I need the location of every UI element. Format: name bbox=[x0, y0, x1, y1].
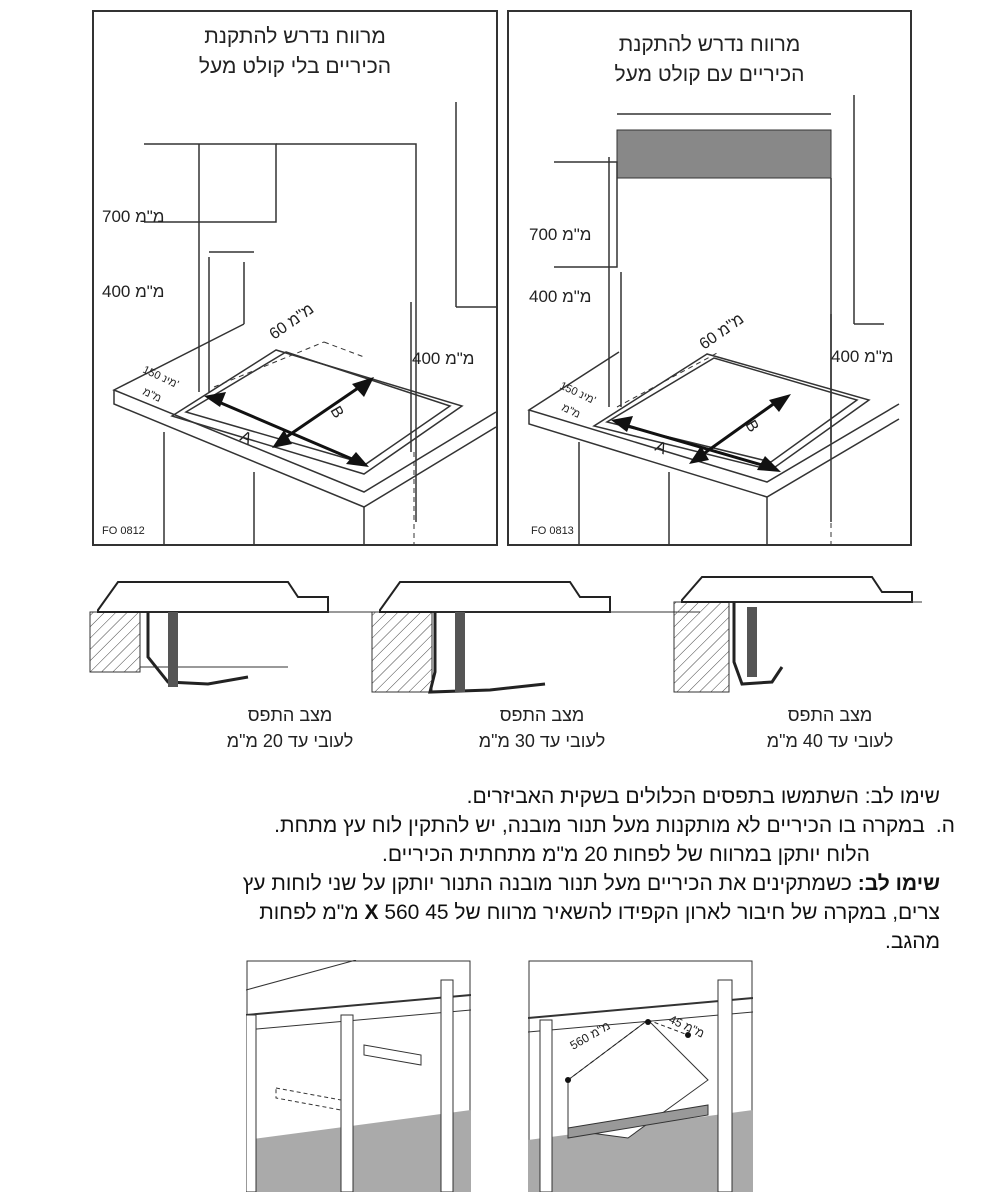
panel-title-line2: הכיריים עם קולט מעל bbox=[614, 63, 805, 86]
dim-400-right-label: 400 מ"מ bbox=[412, 349, 475, 368]
dim-400-right-label: 400 מ"מ bbox=[831, 347, 894, 366]
times-sign: X bbox=[364, 901, 379, 924]
clamp-positions-drawing bbox=[89, 576, 922, 694]
dim-700-label: 700 מ"מ bbox=[529, 225, 592, 244]
cabinet-wood-board-drawing bbox=[246, 960, 471, 1192]
note-text: כשמתקינים את הכיריים מעל תנור מובנה התנו… bbox=[242, 872, 858, 895]
clamp-30mm bbox=[371, 581, 700, 694]
cabinet-opening-drawing: 560 מ"מ 45 מ"מ bbox=[528, 960, 753, 1192]
clamp-40mm bbox=[673, 576, 922, 693]
note-oven-line2: צרים, במקרה של חיבור לארון הקפידו להשאיר… bbox=[259, 898, 940, 927]
clamp-caption-line1: מצב התפס bbox=[787, 705, 873, 725]
note-oven-line3: מהגב. bbox=[884, 930, 940, 953]
clamp-caption-line2: לעובי עד 40 מ"מ bbox=[766, 731, 894, 751]
clamp-caption-line1: מצב התפס bbox=[499, 705, 585, 725]
label-a: A bbox=[237, 428, 254, 448]
note-clamps: שימו לב: השתמשו בתפסים הכלולים בשקית האב… bbox=[466, 785, 940, 808]
dim-400-left-label: 400 מ"מ bbox=[102, 282, 165, 301]
note-text: צרים, במקרה של חיבור לארון הקפידו להשאיר… bbox=[419, 901, 940, 924]
dim-400-left-label: 400 מ"מ bbox=[529, 287, 592, 306]
panel-title-line1: מרווח נדרש להתקנת bbox=[618, 33, 801, 56]
dim-150-unit: מ"מ bbox=[560, 402, 582, 421]
label-b: B bbox=[742, 418, 762, 436]
item-text-line2: הלוח יותקן במרווח של לפחות 20 מ"מ מתחתית… bbox=[382, 843, 870, 866]
diagram-with-hood: מרווח נדרש להתקנת הכיריים עם קולט מעל bbox=[507, 10, 912, 546]
figure-code: FO 0813 bbox=[531, 525, 574, 537]
dim-60-label: 60 מ"מ bbox=[697, 311, 748, 354]
clamp-20mm bbox=[89, 581, 478, 687]
clamp-caption-40: מצב התפס לעובי עד 40 מ"מ bbox=[740, 702, 920, 754]
panel-title-line2: הכיריים בלי קולט מעל bbox=[198, 55, 392, 78]
diagram-no-hood: מרווח נדרש להתקנת הכיריים בלי קולט מעל bbox=[92, 10, 498, 546]
item-marker: ה. bbox=[935, 814, 955, 837]
clamp-caption-line1: מצב התפס bbox=[247, 705, 333, 725]
clamp-caption-line2: לעובי עד 20 מ"מ bbox=[226, 731, 354, 751]
note-label: שימו לב: bbox=[857, 872, 940, 895]
note-text: 560 מ"מ לפחות bbox=[259, 901, 420, 924]
note-oven-line1: שימו לב: כשמתקינים את הכיריים מעל תנור מ… bbox=[243, 869, 940, 898]
panel-title-line1: מרווח נדרש להתקנת bbox=[204, 25, 386, 48]
item-text-line1: במקרה בו הכיריים לא מותקנות מעל תנור מוב… bbox=[274, 814, 925, 837]
hob-installation-drawing: 700 מ"מ 400 מ"מ 400 מ"מ 60 מ"מ 150 מינ' … bbox=[102, 102, 496, 544]
dim-60-label: 60 מ"מ bbox=[267, 301, 318, 344]
dim-700-label: 700 מ"מ bbox=[102, 207, 165, 226]
clamp-caption-line2: לעובי עד 30 מ"מ bbox=[478, 731, 606, 751]
clamp-caption-20: מצב התפס לעובי עד 20 מ"מ bbox=[200, 702, 380, 754]
hood-block bbox=[616, 129, 832, 179]
figure-code: FO 0812 bbox=[102, 525, 145, 537]
clamp-caption-30: מצב התפס לעובי עד 30 מ"מ bbox=[452, 702, 632, 754]
hob-installation-drawing: 700 מ"מ 400 מ"מ 400 מ"מ 60 מ"מ 150 מינ' … bbox=[527, 95, 900, 544]
